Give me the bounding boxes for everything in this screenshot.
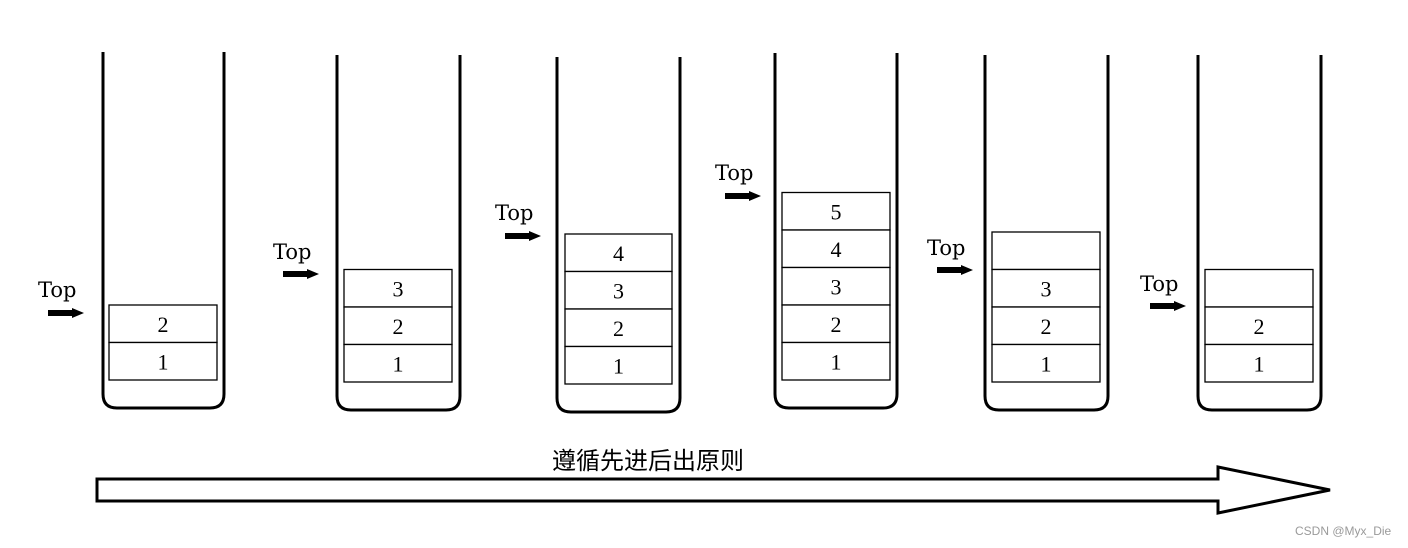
stack-container [773,53,899,410]
cell-value: 2 [1041,314,1052,339]
stack-6: 2 1 Top [1140,55,1323,412]
stack-cell: 2 [343,306,453,346]
stack-cell: 3 [781,266,891,306]
cell-value: 3 [1041,276,1052,301]
stack-cell: 1 [564,345,673,385]
stack-1: 2 1 Top [38,52,226,410]
stack-5: 3 2 1 Top [927,55,1110,412]
watermark: CSDN @Myx_Die [1295,524,1392,538]
stack-3: 4 3 2 1 Top [495,57,682,414]
top-pointer-arrow-icon [505,231,541,241]
stack-cell: 1 [108,341,218,381]
cell-value: 2 [393,314,404,339]
stack-cell: 1 [343,343,453,383]
stack-container [983,55,1110,412]
top-pointer-arrow-icon [283,269,319,279]
cell-value: 4 [613,241,624,266]
cell-value: 1 [613,353,624,378]
stack-cell: 1 [991,343,1101,383]
cell-value: 2 [1254,314,1265,339]
caption: 遵循先进后出原则 [552,447,744,475]
top-label: Top [273,240,311,264]
top-label: Top [495,201,533,225]
cell-value: 4 [831,237,842,262]
cell-value: 1 [1254,351,1265,376]
stack-cell: 2 [781,304,891,344]
cell-value: 3 [393,276,404,301]
stack-cell: 2 [1204,306,1314,346]
top-label: Top [38,278,76,302]
stack-cell: 3 [343,268,453,308]
stack-cell: 5 [781,191,891,231]
stack-cell: 3 [564,270,673,310]
cell-value: 1 [831,349,842,374]
stack-cell [1204,268,1314,308]
top-pointer-arrow-icon [725,191,761,201]
stack-cell [991,231,1101,271]
stack-container [101,52,226,410]
top-pointer-arrow-icon [48,308,84,318]
cell-value: 1 [1041,351,1052,376]
stack-2: 3 2 1 Top [273,55,462,412]
direction-arrow [95,465,1331,515]
stack-cell: 2 [108,304,218,344]
stack-container [555,57,682,414]
stack-cell: 4 [781,229,891,269]
cell-value: 3 [613,278,624,303]
stack-4: 5 4 3 2 1 Top [715,53,899,410]
stack-cell: 1 [1204,343,1314,383]
stack-cell: 2 [564,308,673,348]
cell-value: 5 [831,199,842,224]
stack-cell: 1 [781,341,891,381]
top-label: Top [715,161,753,185]
cell-value: 2 [831,312,842,337]
stack-cell: 3 [991,268,1101,308]
cell-value: 3 [831,274,842,299]
cell-value: 2 [158,312,169,337]
stack-container [1196,55,1323,412]
cell-value: 1 [393,351,404,376]
top-pointer-arrow-icon [937,265,973,275]
top-label: Top [927,236,965,260]
cell-value: 2 [613,316,624,341]
top-pointer-arrow-icon [1150,301,1186,311]
cell-value: 1 [158,349,169,374]
top-label: Top [1140,272,1178,296]
stack-cell: 4 [564,233,673,273]
stack-cell: 2 [991,306,1101,346]
stack-container [335,55,462,412]
